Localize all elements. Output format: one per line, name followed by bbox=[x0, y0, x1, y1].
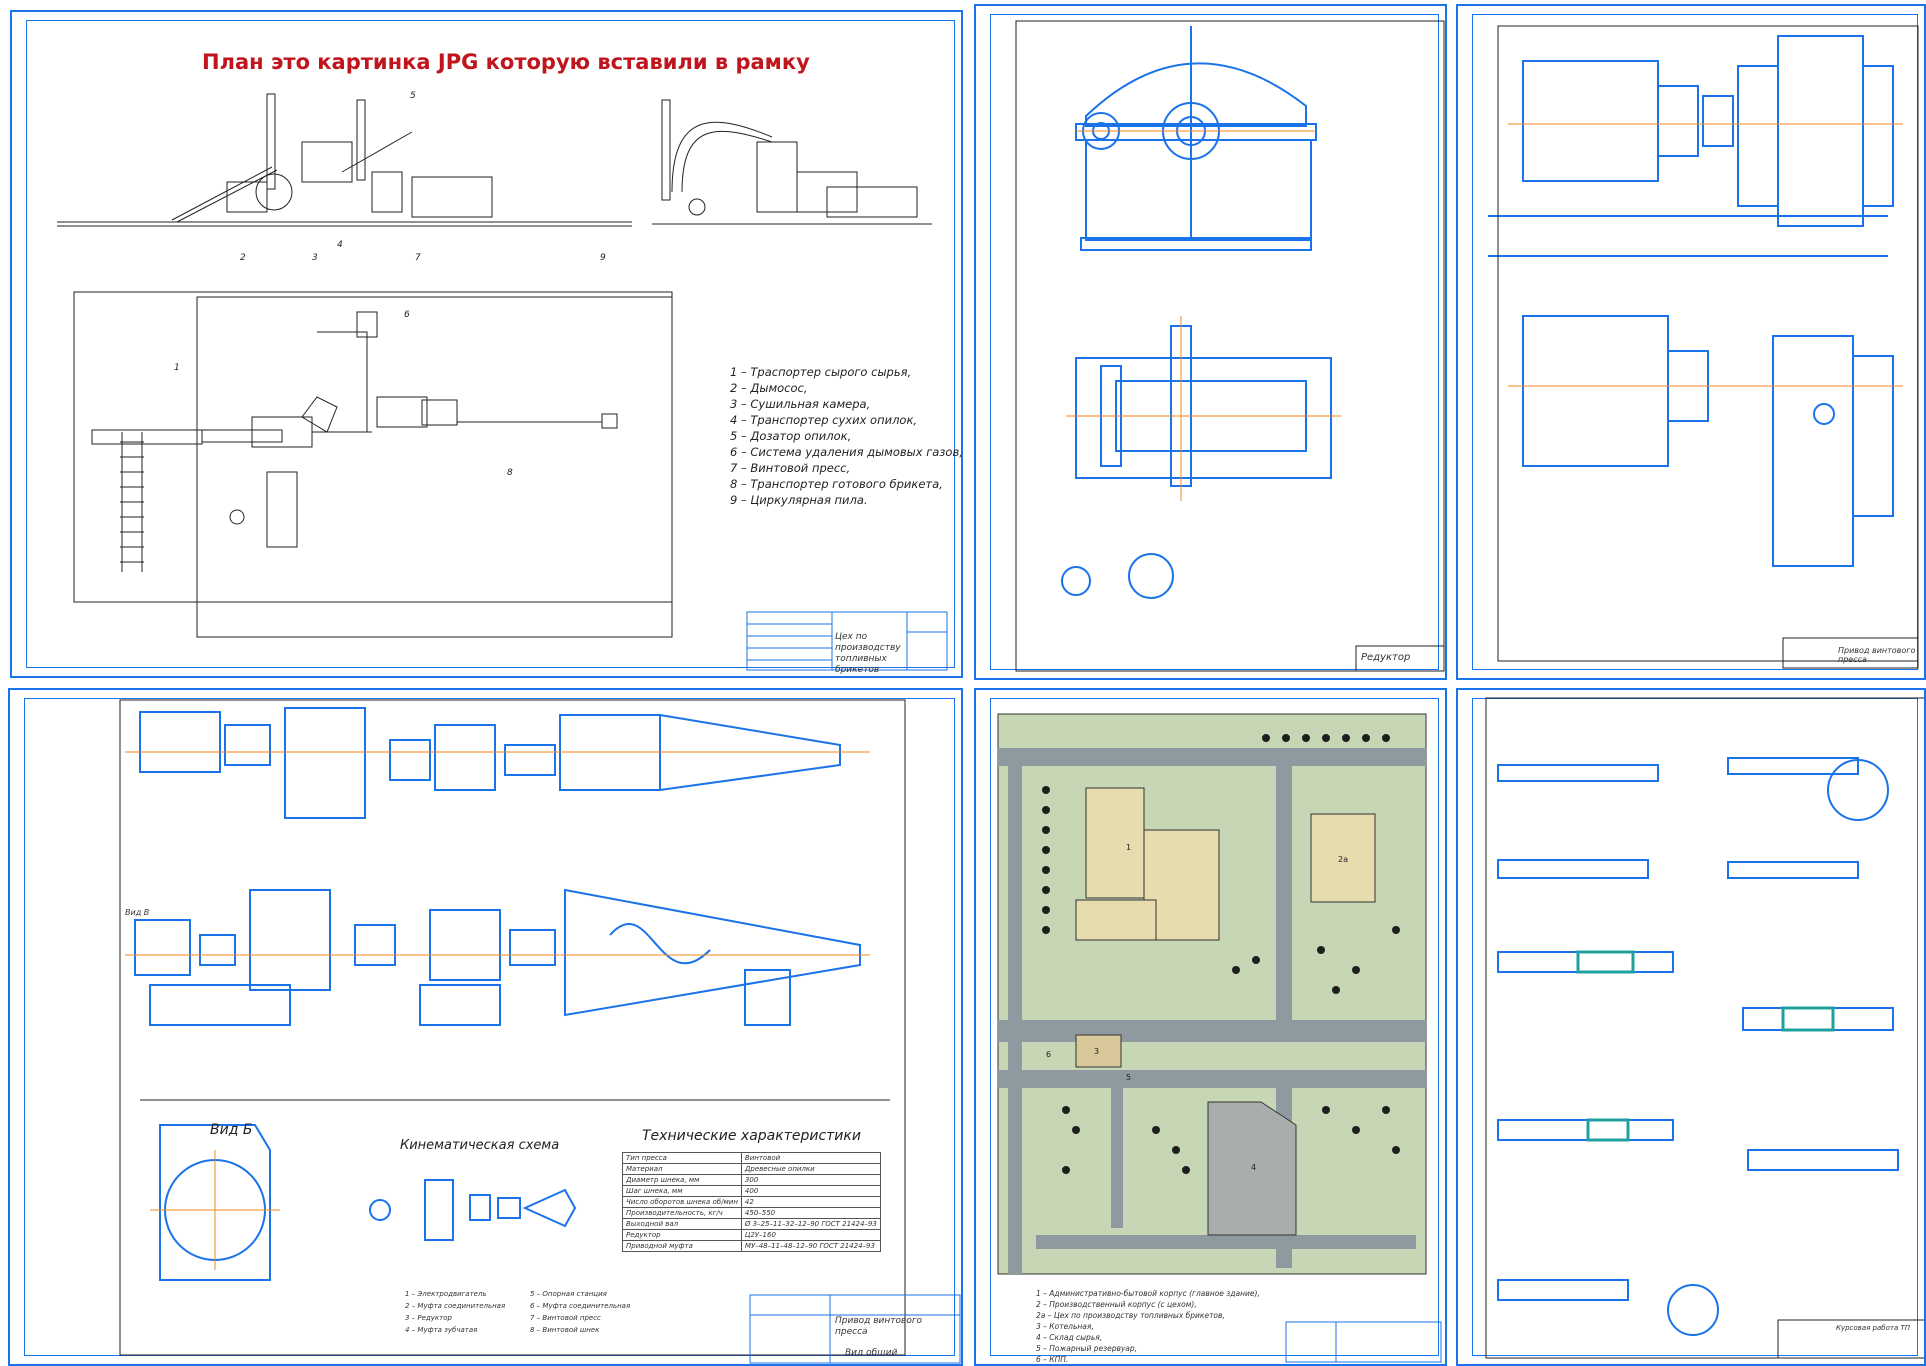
press-drawing bbox=[119, 699, 961, 1364]
spec-value: 300 bbox=[740, 1174, 881, 1186]
spec-key: Тип пресса bbox=[622, 1152, 742, 1164]
site-legend-item: 6 – КПП. bbox=[1036, 1355, 1069, 1364]
building-label: 1 bbox=[1126, 843, 1131, 852]
kinematic-legend-item: 6 – Муфта соединительная bbox=[530, 1302, 631, 1310]
reducer-drawing bbox=[1015, 20, 1445, 672]
spec-key: Диаметр шнека, мм bbox=[622, 1174, 742, 1186]
site-legend-item: 3 – Котельная, bbox=[1036, 1322, 1094, 1331]
press-stamp-sub: Вид общий bbox=[845, 1348, 898, 1358]
spec-key: Производительность, кг/ч bbox=[622, 1207, 742, 1219]
kinematic-legend: 1 – Электродвигатель 2 – Муфта соедините… bbox=[405, 1288, 635, 1336]
sheet-plan: План это картинка JPG которую вставили в… bbox=[10, 10, 963, 678]
svg-text:5: 5 bbox=[410, 91, 416, 101]
legend-item: 9 – Циркулярная пила. bbox=[730, 493, 868, 507]
drive-drawing bbox=[1488, 25, 1919, 669]
svg-text:6: 6 bbox=[404, 310, 410, 320]
plan-drawing: 2 3 4 5 7 9 1 6 8 bbox=[57, 91, 948, 671]
spec-key: Выходной вал bbox=[622, 1218, 742, 1230]
legend-item: 8 – Транспортер готового брикета, bbox=[730, 477, 943, 491]
building-label: 6 bbox=[1046, 1050, 1051, 1059]
spec-key: Материал bbox=[622, 1163, 742, 1175]
legend-item: 1 – Траспортер сырого сырья, bbox=[730, 365, 912, 379]
building-label: 4 bbox=[1251, 1163, 1256, 1172]
drive-stamp: Привод винтового пресса bbox=[1838, 646, 1916, 664]
sheet-site: 1 2а 3 4 5 6 1 – Административно-бытовой… bbox=[974, 688, 1447, 1366]
spec-value: 400 bbox=[740, 1185, 881, 1197]
view-v-label: Вид В bbox=[125, 908, 150, 917]
kinematic-legend-item: 5 – Опорная станция bbox=[530, 1290, 607, 1298]
building-label: 5 bbox=[1126, 1073, 1131, 1082]
legend-item: 2 – Дымосос, bbox=[730, 381, 808, 395]
kinematic-legend-item: 1 – Электродвигатель bbox=[405, 1290, 487, 1298]
plan-stamp: Цех по производству топливных брикетов bbox=[835, 632, 901, 675]
building-label: 3 bbox=[1094, 1047, 1099, 1056]
legend-item: 4 – Транспортер сухих опилок, bbox=[730, 413, 918, 427]
svg-text:3: 3 bbox=[312, 253, 318, 263]
legend-item: 7 – Винтовой пресс, bbox=[730, 461, 851, 475]
site-legend-item: 2 – Производственный корпус (с цехом), bbox=[1036, 1300, 1197, 1309]
spec-value: Древесные опилки bbox=[740, 1163, 881, 1175]
sheet-reducer: Редуктор bbox=[974, 4, 1447, 680]
svg-text:8: 8 bbox=[507, 468, 513, 478]
svg-text:2: 2 bbox=[240, 253, 246, 263]
sheet-frame bbox=[26, 20, 955, 668]
spec-value: Ц2У–160 bbox=[740, 1229, 881, 1241]
site-legend: 1 – Административно-бытовой корпус (глав… bbox=[1036, 1288, 1260, 1364]
sheet-drive: Привод винтового пресса bbox=[1456, 4, 1926, 680]
site-legend-item: 1 – Административно-бытовой корпус (глав… bbox=[1036, 1289, 1260, 1298]
kinematic-legend-item: 3 – Редуктор bbox=[405, 1314, 452, 1322]
sheet-frame bbox=[990, 698, 1439, 1356]
site-plan: 1 2а 3 4 5 6 bbox=[997, 713, 1442, 1363]
sheet-frame bbox=[990, 14, 1439, 670]
legend-item: 3 – Сушильная камера, bbox=[730, 397, 871, 411]
legend-item: 6 – Система удаления дымовых газов, bbox=[730, 445, 963, 459]
plan-legend: 1 – Траспортер сырого сырья, 2 – Дымосос… bbox=[730, 364, 963, 508]
plan-note: План это картинка JPG которую вставили в… bbox=[202, 50, 810, 74]
spec-value: 42 bbox=[740, 1196, 881, 1208]
site-legend-item: 5 – Пожарный резервуар, bbox=[1036, 1344, 1138, 1353]
sheet-press: Вид Б Вид В Кинематическая схема Техниче… bbox=[8, 688, 963, 1366]
shafts-stamp: Курсовая работа ТП bbox=[1836, 1324, 1911, 1332]
spec-key: Редуктор bbox=[622, 1229, 742, 1241]
legend-item: 5 – Дозатор опилок, bbox=[730, 429, 852, 443]
spec-value: Ø 3–25–11–32–12–90 ГОСТ 21424–93 bbox=[740, 1218, 881, 1230]
kinematic-legend-item: 2 – Муфта соединительная bbox=[405, 1302, 506, 1310]
spec-value: 450–550 bbox=[740, 1207, 881, 1219]
view-b-label: Вид Б bbox=[210, 1122, 253, 1138]
building-label: 2а bbox=[1338, 855, 1348, 864]
spec-key: Приводной муфта bbox=[622, 1240, 742, 1252]
kinematic-legend-item: 8 – Винтовой шнек bbox=[530, 1326, 600, 1334]
svg-text:1: 1 bbox=[174, 363, 180, 373]
kinematic-legend-item: 7 – Винтовой пресс bbox=[530, 1314, 601, 1322]
svg-text:9: 9 bbox=[600, 253, 606, 263]
spec-key: Шаг шнека, мм bbox=[622, 1185, 742, 1197]
svg-text:7: 7 bbox=[415, 253, 421, 263]
press-stamp-title: Привод винтового пресса bbox=[835, 1316, 923, 1337]
site-legend-item: 2а – Цех по производству топливных брике… bbox=[1036, 1311, 1225, 1320]
kinematic-title: Кинематическая схема bbox=[400, 1138, 560, 1153]
reducer-stamp: Редуктор bbox=[1361, 652, 1411, 663]
spec-key: Число оборотов шнека об/мин bbox=[622, 1196, 742, 1208]
site-legend-item: 4 – Склад сырья, bbox=[1036, 1333, 1103, 1342]
spec-value: МУ–48–11–48–12–90 ГОСТ 21424–93 bbox=[740, 1240, 881, 1252]
svg-text:4: 4 bbox=[337, 240, 343, 250]
kinematic-legend-item: 4 – Муфта зубчатая bbox=[405, 1326, 478, 1334]
shafts-drawing bbox=[1485, 697, 1924, 1359]
tech-title: Технические характеристики bbox=[642, 1128, 861, 1144]
sheet-shafts: Курсовая работа ТП bbox=[1456, 688, 1926, 1366]
spec-value: Винтовой bbox=[740, 1152, 881, 1164]
